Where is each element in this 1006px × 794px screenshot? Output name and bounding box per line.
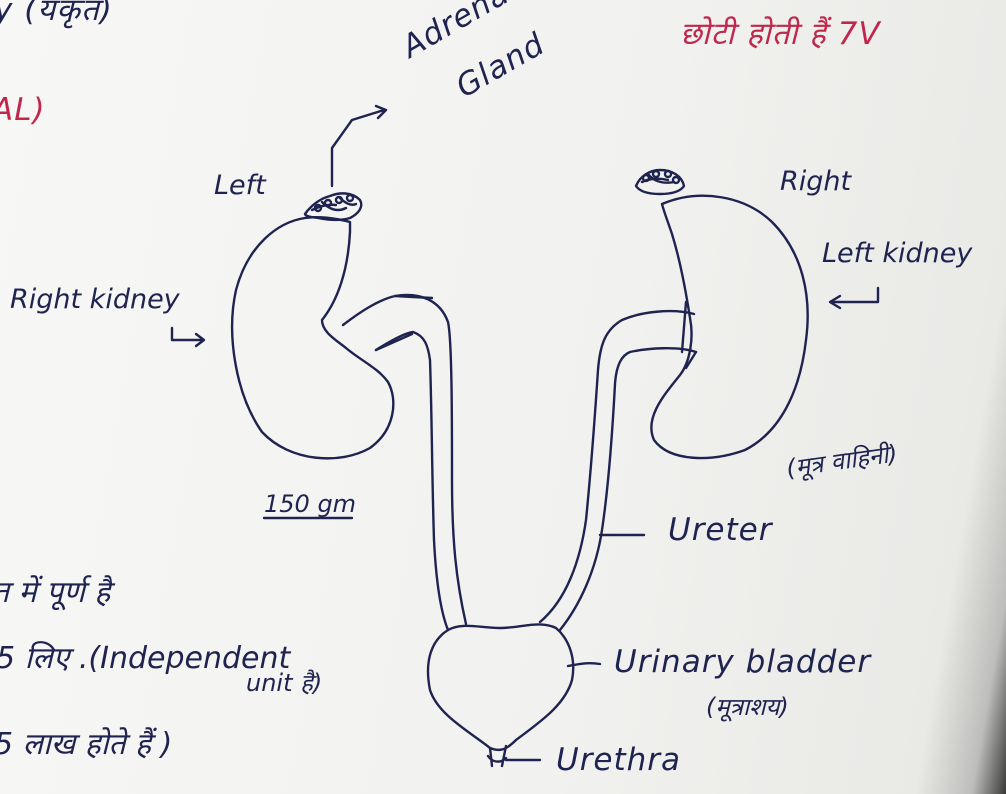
note-line-1: त में पूर्ण है xyxy=(0,570,110,611)
weight-label: 150 gm xyxy=(264,490,356,518)
left-kidney xyxy=(232,217,393,458)
note-line-2-continued: unit है) xyxy=(246,666,322,699)
urethra-label: Urethra xyxy=(556,742,681,778)
right-kidney-label-arrow xyxy=(172,328,204,346)
top-left-fragment: y (यकृत) xyxy=(0,0,113,30)
right-kidney-label: Right kidney xyxy=(10,284,180,315)
right-adrenal-gland xyxy=(636,170,684,194)
left-ureter xyxy=(343,295,466,630)
adrenal-gland-pointer xyxy=(332,106,386,186)
urinary-bladder-hindi-label: (मूत्राशय) xyxy=(706,690,789,723)
right-label: Right xyxy=(780,166,851,197)
left-kidney-label-arrow xyxy=(830,288,878,308)
ureter-label: Ureter xyxy=(668,512,772,548)
left-adrenal-gland xyxy=(305,193,361,220)
right-kidney xyxy=(651,196,807,458)
top-right-red-note: छोटी होती हैं 7V xyxy=(680,12,881,54)
left-kidney-label: Left kidney xyxy=(822,238,972,269)
urinary-bladder-label: Urinary bladder xyxy=(614,644,871,680)
left-red-fragment: AL) xyxy=(0,92,46,128)
note-line-3: 5 लाख होते हैं ) xyxy=(0,722,172,763)
left-label: Left xyxy=(214,170,266,201)
urinary-bladder xyxy=(428,624,573,749)
right-ureter xyxy=(540,302,696,630)
